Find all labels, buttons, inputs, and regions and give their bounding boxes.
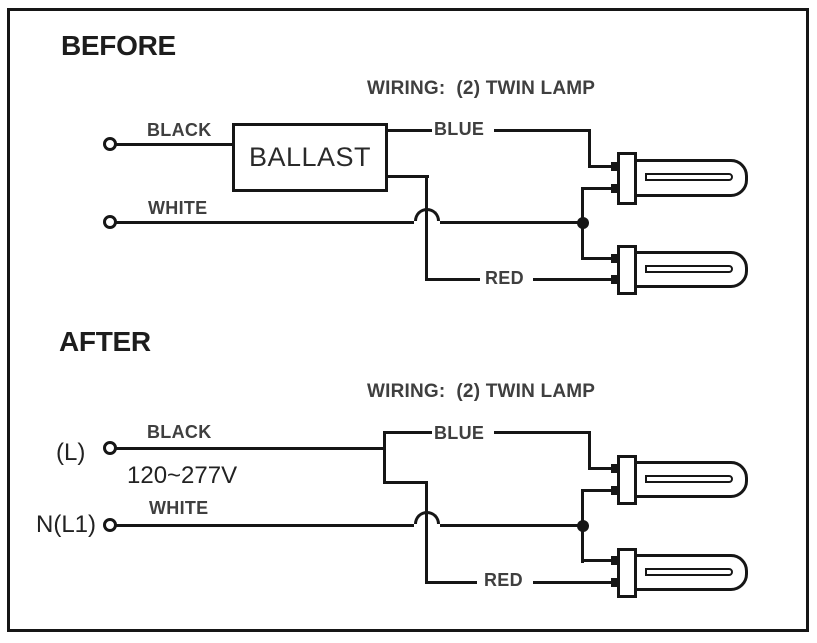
after-black-wire-label: BLACK	[147, 422, 212, 442]
after-blue-wire-run	[494, 431, 591, 434]
twin-lamp-base	[617, 548, 637, 598]
before-white-wire-run	[440, 221, 583, 224]
twin-lamp-inner-tube	[645, 475, 733, 483]
before-blue-wire-stub	[388, 129, 432, 132]
twin-lamp-base	[617, 245, 637, 295]
twin-lamp-base	[617, 152, 637, 205]
before-white-dropper	[581, 222, 584, 260]
before-white-riser	[581, 187, 584, 223]
lamp-pin-tick	[611, 184, 617, 193]
lamp-pin-tick	[611, 275, 617, 284]
after-red-wire-stub	[383, 481, 428, 484]
after-white-riser	[581, 489, 584, 527]
after-blue-wire-stub	[383, 431, 432, 434]
before-red-lamp-wire	[533, 278, 617, 281]
after-blue-wire-drop	[588, 431, 591, 470]
lamp-pin-tick	[611, 486, 617, 495]
before-section-title: BEFORE	[61, 30, 176, 61]
diagram-border-frame	[7, 8, 809, 632]
after-blue-wire-label: BLUE	[434, 423, 485, 443]
after-voltage-label: 120~277V	[127, 462, 238, 489]
lamp-pin-tick	[611, 464, 617, 473]
before-red-wire-label: RED	[485, 268, 524, 288]
after-wiring-heading: WIRING: (2) TWIN LAMP	[367, 381, 596, 402]
before-white-wire-label: WHITE	[148, 198, 208, 218]
after-line-terminal-label: (L)	[56, 439, 86, 466]
after-black-wire	[116, 447, 383, 450]
twin-lamp-inner-tube	[645, 265, 733, 273]
lamp-pin-tick	[611, 254, 617, 263]
before-black-terminal-icon	[103, 137, 117, 151]
before-black-wire	[116, 143, 233, 146]
after-line-terminal-icon	[103, 441, 117, 455]
after-neutral-terminal-icon	[103, 518, 117, 532]
before-wiring-heading: WIRING: (2) TWIN LAMP	[367, 78, 596, 99]
twin-lamp-inner-tube	[645, 568, 733, 576]
after-red-lamp-wire	[533, 581, 617, 584]
before-red-wire-stub	[388, 175, 429, 178]
before-blue-wire-label: BLUE	[434, 119, 485, 139]
after-white-lamp2-stub	[581, 559, 617, 562]
before-white-wire	[116, 221, 414, 224]
before-junction-dot	[577, 217, 589, 229]
before-blue-lamp-stub	[588, 165, 618, 168]
before-red-wire-run	[425, 278, 480, 281]
before-black-wire-label: BLACK	[147, 120, 212, 140]
after-white-lamp1-stub	[581, 489, 617, 492]
after-white-wire	[116, 524, 414, 527]
after-red-wire-label: RED	[484, 570, 523, 590]
before-red-wire-drop	[425, 175, 428, 281]
after-junction-dot	[577, 520, 589, 532]
before-white-wire-hop-icon	[414, 208, 440, 221]
after-white-wire-hop-icon	[414, 511, 440, 524]
lamp-pin-tick	[611, 556, 617, 565]
before-blue-wire-drop	[588, 129, 591, 168]
after-blue-lamp-stub	[588, 467, 618, 470]
ballast-box: BALLAST	[232, 123, 388, 192]
after-white-wire-label: WHITE	[149, 498, 209, 518]
lamp-pin-tick	[611, 578, 617, 587]
after-splice-riser	[383, 431, 386, 484]
before-white-lamp2-stub	[581, 257, 617, 260]
after-neutral-terminal-label: N(L1)	[36, 511, 97, 538]
twin-lamp-inner-tube	[645, 173, 733, 181]
after-section-title: AFTER	[59, 326, 151, 357]
before-white-terminal-icon	[103, 215, 117, 229]
before-blue-wire-run	[494, 129, 591, 132]
before-white-lamp1-stub	[581, 187, 617, 190]
after-white-wire-run	[440, 524, 583, 527]
after-white-dropper	[581, 523, 584, 563]
lamp-pin-tick	[611, 162, 617, 171]
after-red-wire-run	[425, 581, 477, 584]
after-red-wire-drop	[425, 481, 428, 584]
twin-lamp-base	[617, 455, 637, 505]
